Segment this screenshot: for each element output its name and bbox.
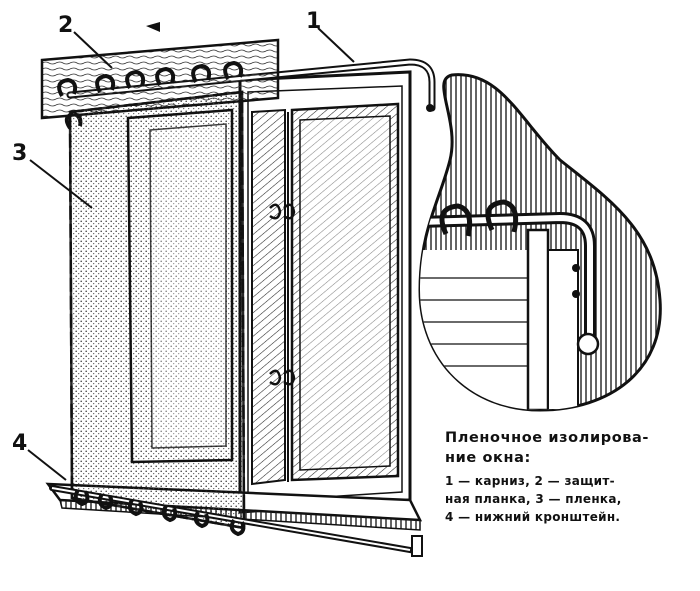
detail-inset bbox=[418, 73, 662, 412]
leader-lines bbox=[27, 27, 355, 481]
arrow-mark bbox=[146, 22, 160, 32]
caption-title: Пленочное изолирова- ние окна: bbox=[445, 428, 695, 468]
caption-title-line-1: Пленочное изолирова- bbox=[445, 430, 650, 446]
cornice-rod bbox=[66, 58, 436, 112]
bottom-bracket bbox=[49, 485, 423, 557]
label-1: 1 bbox=[306, 9, 321, 34]
caption-title-line-2: ние окна: bbox=[445, 450, 531, 466]
film-sheet bbox=[68, 90, 246, 530]
label-3: 3 bbox=[12, 141, 27, 166]
legend-line-3: 4 — нижний кронштейн. bbox=[445, 510, 621, 524]
label-2: 2 bbox=[58, 13, 73, 38]
top-rings bbox=[57, 60, 244, 130]
figure-caption: Пленочное изолирова- ние окна: 1 — карни… bbox=[445, 428, 695, 526]
caption-legend: 1 — карниз, 2 — защит- ная планка, 3 — п… bbox=[445, 472, 695, 526]
legend-line-2: ная планка, 3 — пленка, bbox=[445, 492, 622, 506]
legend-line-1: 1 — карниз, 2 — защит- bbox=[445, 474, 615, 488]
label-4: 4 bbox=[12, 431, 27, 456]
